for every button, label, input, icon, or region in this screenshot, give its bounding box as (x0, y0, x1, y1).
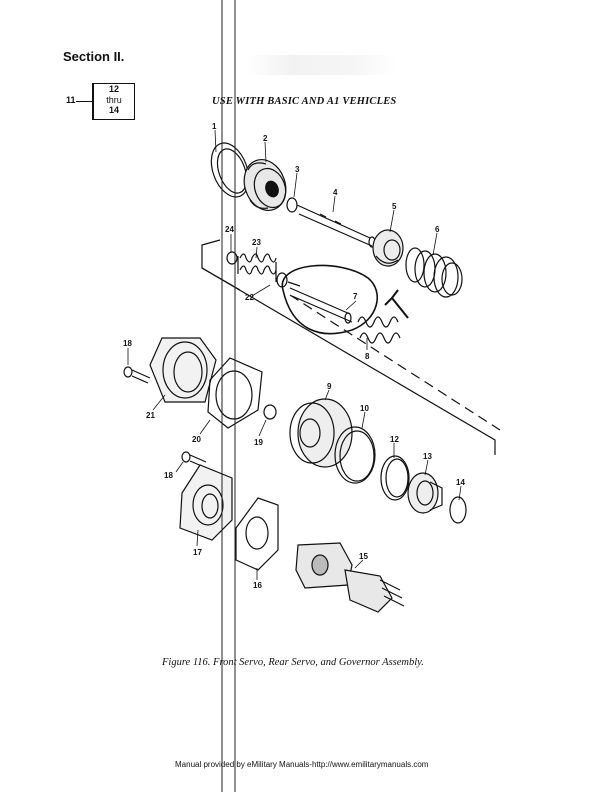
part-4-piston-rod (296, 204, 376, 248)
figure-caption: Figure 116. Front Servo, Rear Servo, and… (162, 657, 424, 668)
part-12-ring (380, 455, 410, 501)
callout-9: 9 (327, 382, 332, 391)
callout-1: 1 (212, 122, 217, 131)
callout-17: 17 (193, 548, 202, 557)
reference-thru: thru (106, 94, 122, 105)
annotation-arrow (384, 289, 409, 319)
annotation-circle (281, 264, 378, 335)
part-7-valve (289, 287, 353, 324)
callout-19: 19 (254, 438, 263, 447)
reference-from: 12 (108, 84, 119, 94)
part-5-rod-guide (372, 229, 404, 267)
part-10-seal-ring (334, 426, 376, 484)
callout-23: 23 (252, 238, 261, 247)
callout-3: 3 (295, 165, 300, 174)
part-23-spring (237, 253, 277, 282)
part-19-seal (263, 404, 277, 420)
scan-smudge (246, 55, 396, 75)
callout-18-lower: 18 (164, 471, 173, 480)
callout-6: 6 (435, 225, 440, 234)
dashed-centerline (289, 294, 501, 431)
callout-21: 21 (146, 411, 155, 420)
callout-7: 7 (353, 292, 358, 301)
part-16-gasket (235, 497, 279, 571)
callout-15: 15 (359, 552, 368, 561)
part-3-ring (286, 197, 298, 213)
callout-5: 5 (392, 202, 397, 211)
callout-18-top: 18 (123, 339, 132, 348)
part-14-snap-ring (449, 496, 467, 524)
part-17-governor-housing (179, 464, 233, 541)
part-22-retainer (276, 272, 301, 288)
callout-16: 16 (253, 581, 262, 590)
reference-index: 11 (66, 95, 76, 105)
section-title: Section II. (63, 49, 125, 64)
part-2-piston (243, 159, 287, 211)
reference-box: 12 thru 14 (92, 83, 135, 120)
callout-2: 2 (263, 134, 268, 143)
footer-credit: Manual provided by eMilitary Manuals-htt… (175, 760, 429, 769)
callout-10: 10 (360, 404, 369, 413)
callout-8: 8 (365, 352, 370, 361)
callout-13: 13 (423, 452, 432, 461)
reference-leader (76, 101, 92, 102)
callout-14: 14 (456, 478, 465, 487)
callout-12: 12 (390, 435, 399, 444)
part-24-washer (226, 251, 238, 265)
part-21-servo-cover (149, 337, 217, 403)
part-18-bolt-lower (181, 451, 207, 468)
callout-24: 24 (225, 225, 234, 234)
part-15-governor (295, 542, 405, 613)
part-18-bolt-top (123, 366, 151, 384)
part-1-snap-ring (210, 142, 250, 198)
vehicle-applicability: USE WITH BASIC AND A1 VEHICLES (212, 96, 397, 107)
bracket-line-2 (201, 267, 241, 291)
callout-4: 4 (333, 188, 338, 197)
part-8-spring (357, 316, 401, 344)
callout-22: 22 (245, 293, 254, 302)
reference-to: 14 (108, 105, 119, 115)
part-20-gasket (207, 357, 263, 429)
part-6-spring (405, 247, 463, 298)
part-13-guide (407, 472, 443, 514)
callout-20: 20 (192, 435, 201, 444)
